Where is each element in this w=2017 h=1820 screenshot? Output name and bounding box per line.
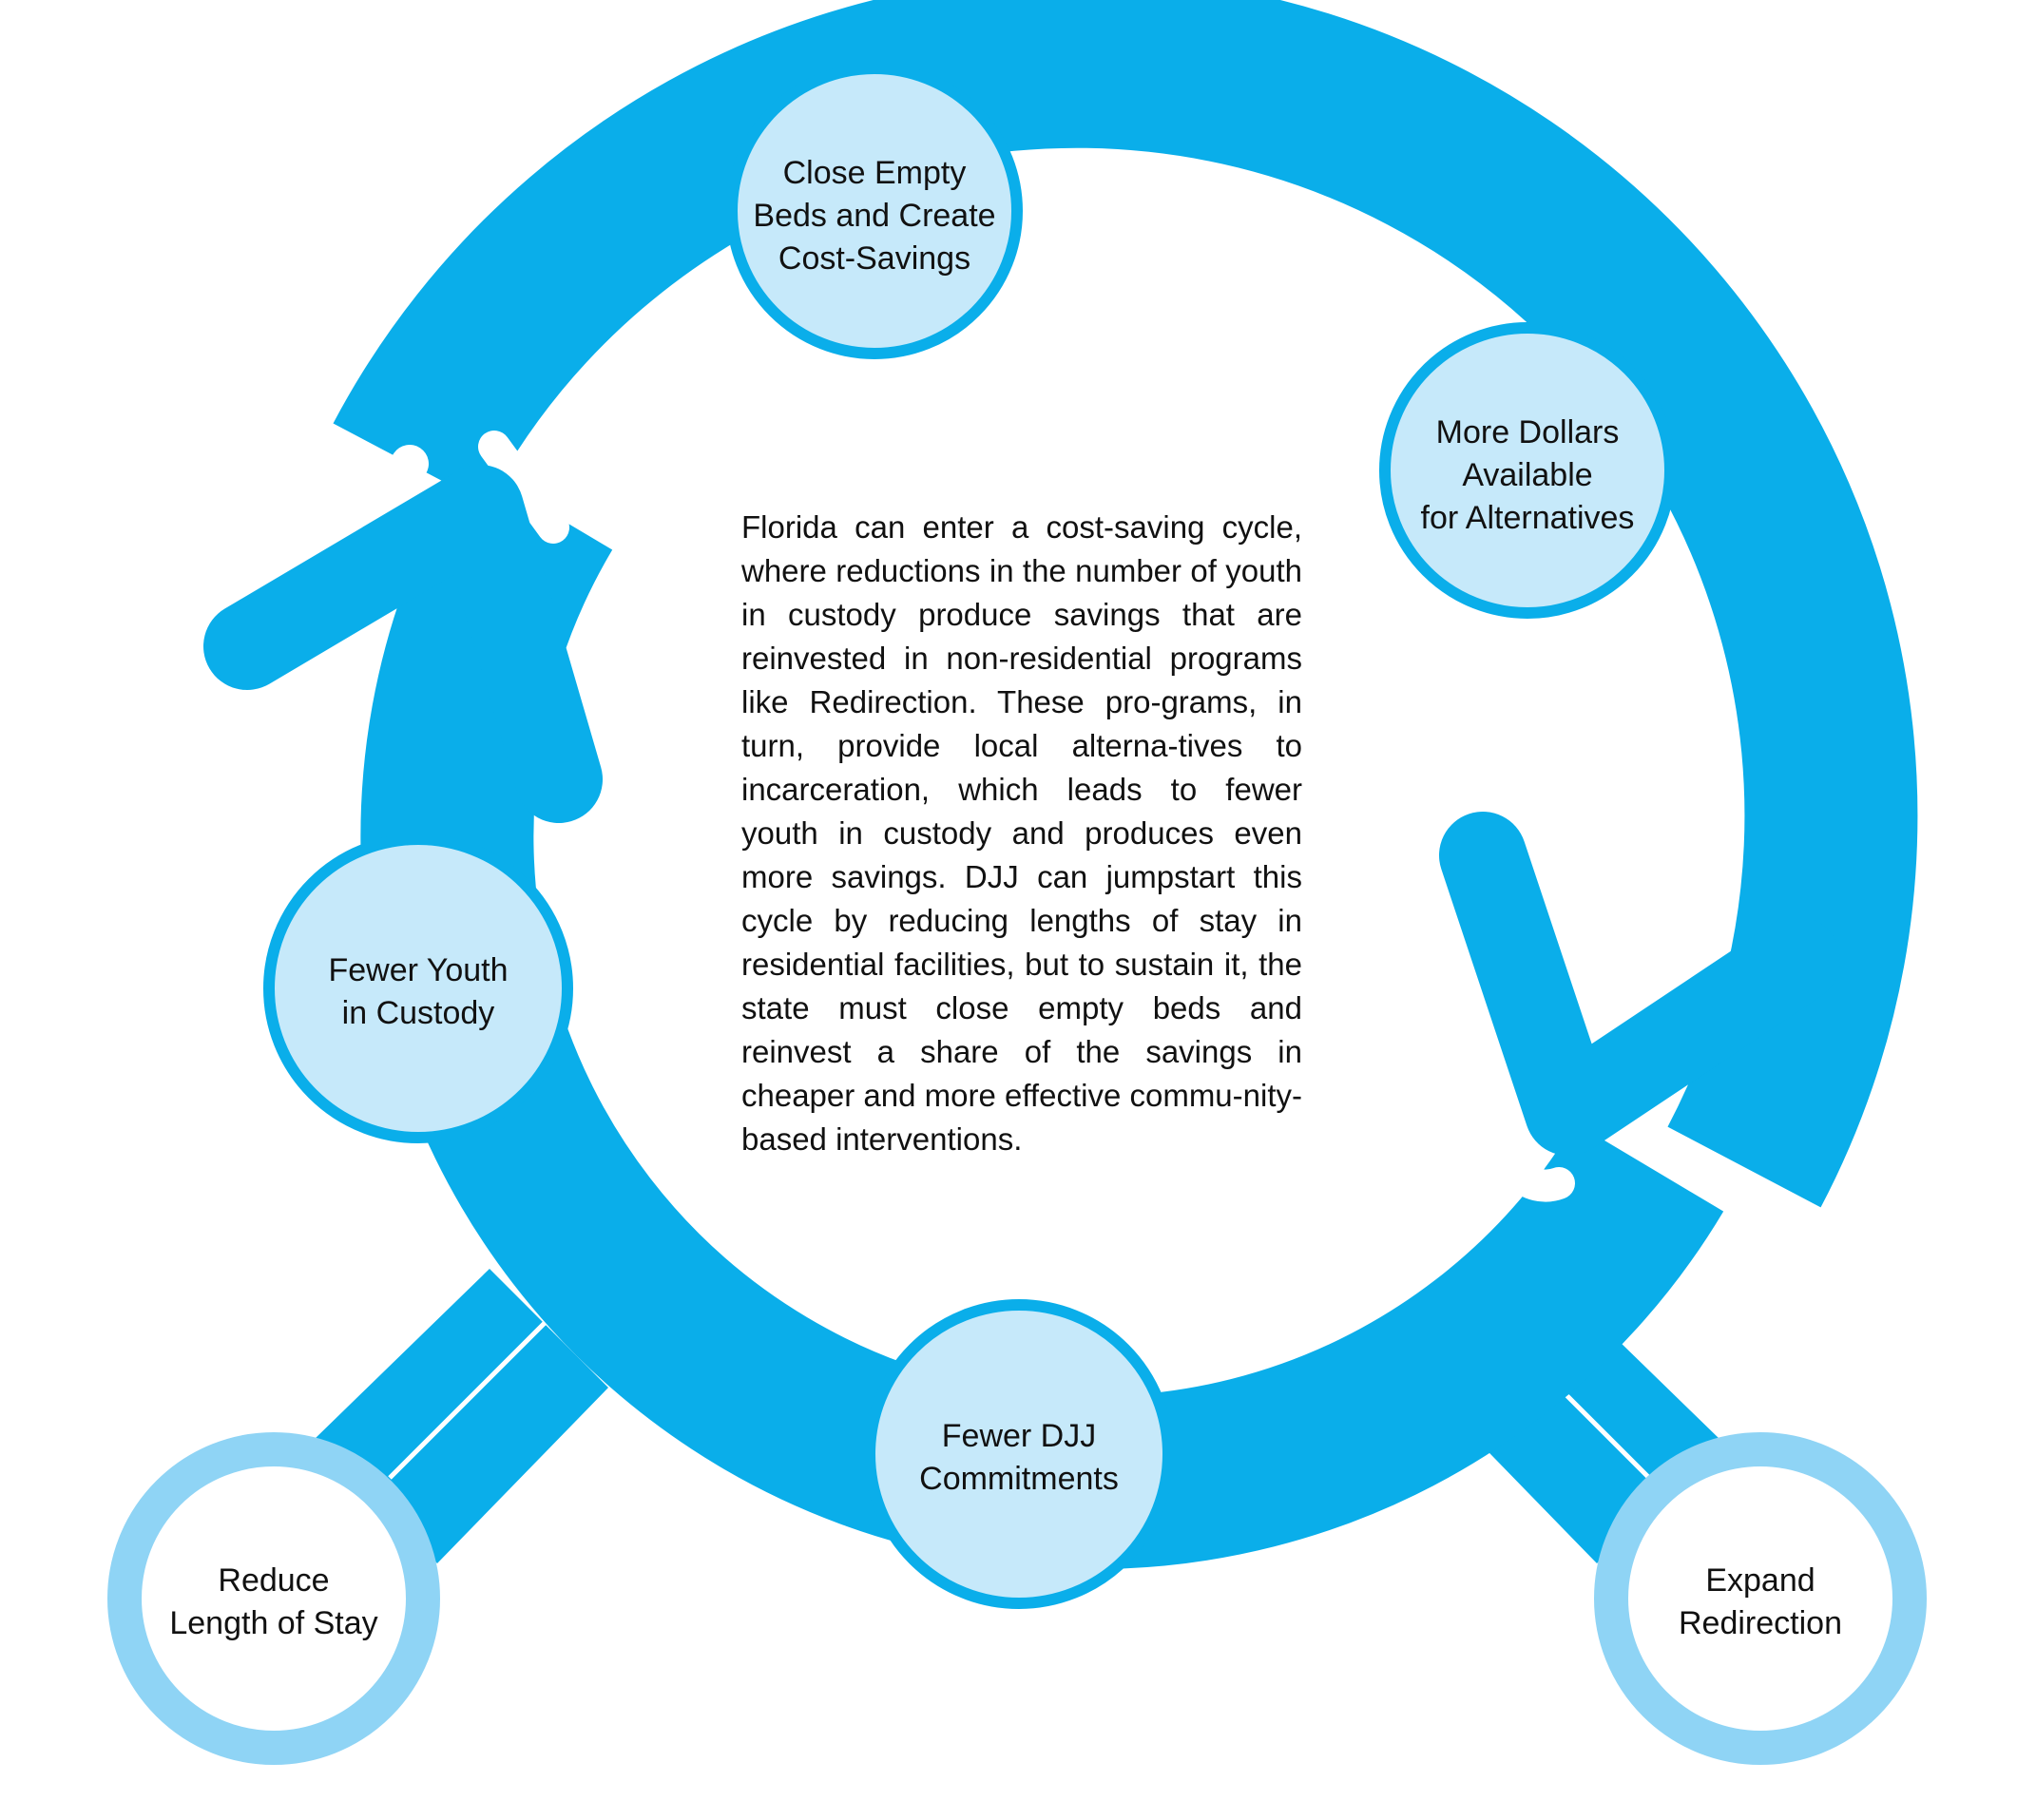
node-fewer-youth: Fewer Youth in Custody: [263, 833, 573, 1143]
node-label: Cost-Savings: [778, 240, 970, 277]
node-label: Redirection: [1679, 1605, 1842, 1641]
node-label: for Alternatives: [1421, 500, 1635, 536]
node-expand-redirection: Expand Redirection: [1594, 1432, 1927, 1765]
node-label: Available: [1462, 457, 1592, 493]
cycle-arrowhead-left: [203, 465, 603, 823]
center-description: Florida can enter a cost-saving cycle, w…: [741, 509, 1302, 1157]
node-label: in Custody: [342, 995, 495, 1031]
node-label: Commitments: [919, 1461, 1119, 1497]
cycle-arrowhead-right: [1439, 812, 1840, 1156]
cycle-ring: [286, 0, 1918, 1570]
node-label: Beds and Create: [753, 198, 995, 234]
node-close-empty-beds: Close Empty Beds and Create Cost-Savings: [726, 63, 1023, 359]
node-more-dollars: More Dollars Available for Alternatives: [1379, 322, 1676, 619]
node-label: Fewer Youth: [328, 952, 508, 988]
node-label: Fewer DJJ: [942, 1418, 1096, 1454]
node-label: More Dollars: [1436, 414, 1620, 450]
node-reduce-length-of-stay: Reduce Length of Stay: [107, 1432, 440, 1765]
node-label: Expand: [1705, 1562, 1815, 1599]
node-label: Reduce: [218, 1562, 329, 1599]
node-label: Length of Stay: [169, 1605, 377, 1641]
node-label: Close Empty: [783, 155, 967, 191]
node-fewer-djj: Fewer DJJ Commitments: [864, 1299, 1174, 1609]
